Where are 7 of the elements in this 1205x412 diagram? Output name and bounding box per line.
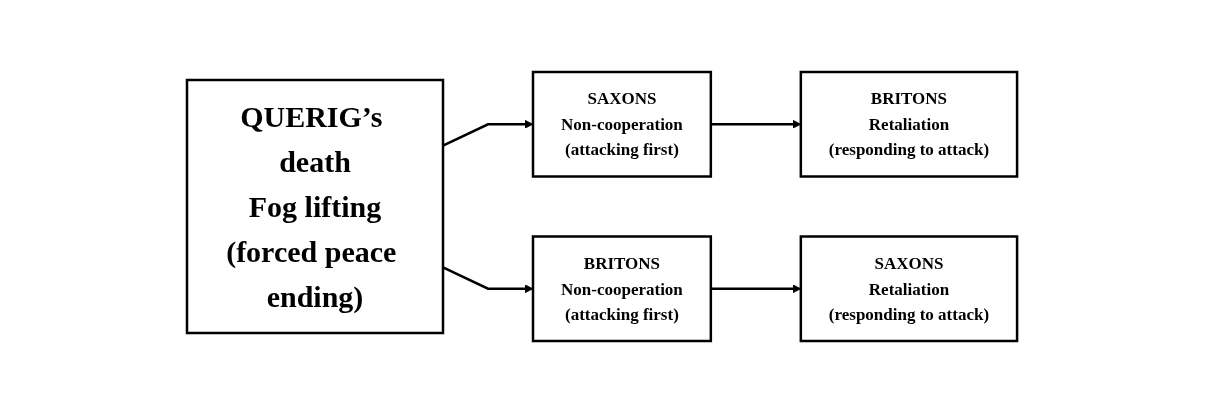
node-box: BRITONS Non-cooperation (attacking first) [532, 234, 713, 342]
arrow [711, 119, 802, 129]
arrow [711, 283, 802, 293]
node-box: SAXONS Retaliation (responding to attack) [800, 234, 1019, 342]
node-box: SAXONS Non-cooperation (attacking first) [532, 70, 713, 178]
node-box: QUERIG’s death Fog lifting (forced peace ending) [186, 78, 445, 334]
node-box: BRITONS Retaliation (responding to attack) [800, 70, 1019, 178]
